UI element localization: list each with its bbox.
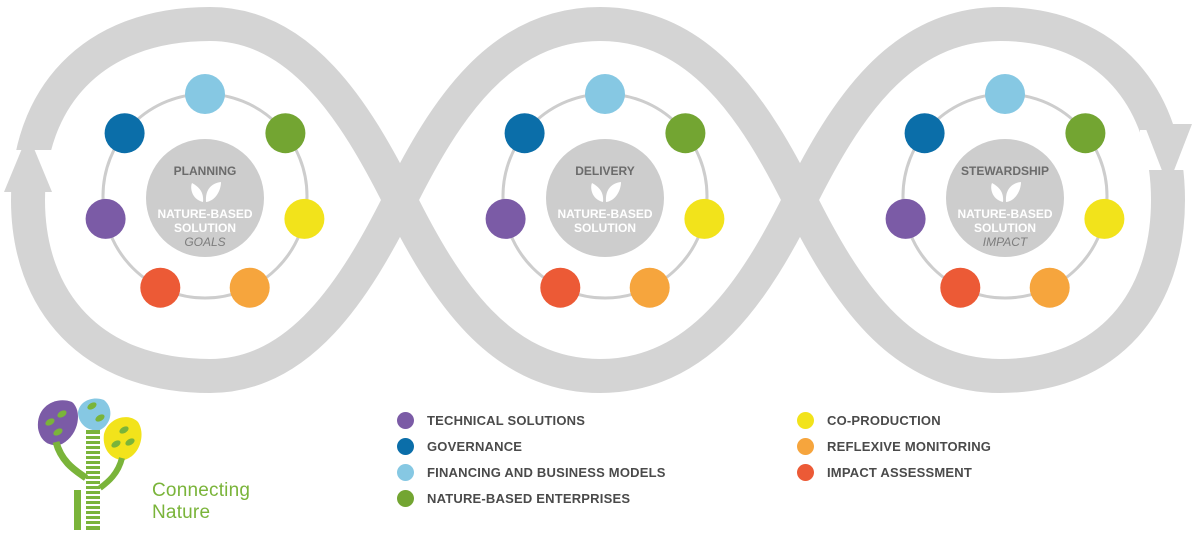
- legend-dot: [797, 412, 814, 429]
- dot-technical-solutions: [85, 198, 126, 239]
- dot-governance: [504, 113, 545, 154]
- stage-line1: NATURE-BASED: [557, 207, 652, 221]
- legend-dot: [397, 412, 414, 429]
- dot-governance: [104, 113, 145, 154]
- legend-item-financing: FINANCING AND BUSINESS MODELS: [397, 464, 666, 481]
- legend-label: NATURE-BASED ENTERPRISES: [427, 491, 631, 506]
- dot-nature-based-enterprises: [665, 113, 706, 154]
- logo-crown-yellow: [103, 417, 142, 460]
- infinity-loop-band: [0, 6, 1200, 394]
- dot-reflexive-monitoring: [1029, 267, 1070, 308]
- legend-dot: [397, 438, 414, 455]
- dot-co-production: [1084, 198, 1125, 239]
- dot-impact-assessment: [940, 267, 981, 308]
- logo-word-connecting: Connecting: [152, 480, 251, 501]
- leaf-icon: [991, 182, 1021, 202]
- dot-co-production: [284, 198, 325, 239]
- dot-nature-based-enterprises: [1065, 113, 1106, 154]
- dot-co-production: [684, 198, 725, 239]
- dot-financing: [185, 74, 225, 114]
- legend-item-co-production: CO-PRODUCTION: [797, 412, 941, 429]
- legend-label: CO-PRODUCTION: [827, 413, 941, 428]
- stage-line2: SOLUTION: [174, 221, 236, 235]
- legend-label: FINANCING AND BUSINESS MODELS: [427, 465, 666, 480]
- dot-governance: [904, 113, 945, 154]
- dot-reflexive-monitoring: [229, 267, 270, 308]
- leaf-icon: [191, 182, 221, 202]
- legend-dot: [797, 464, 814, 481]
- legend-dot: [397, 464, 414, 481]
- stage-line2: SOLUTION: [574, 221, 636, 235]
- stage-title: PLANNING: [174, 164, 237, 178]
- legend-item-governance: GOVERNANCE: [397, 438, 522, 455]
- stage-line1: NATURE-BASED: [957, 207, 1052, 221]
- stage-subtitle: GOALS: [184, 235, 225, 249]
- legend-item-impact-assessment: IMPACT ASSESSMENT: [797, 464, 972, 481]
- dot-reflexive-monitoring: [629, 267, 670, 308]
- stage-center: [946, 139, 1064, 257]
- arrow-up-icon: [4, 134, 52, 192]
- arrow-down-icon: [1144, 124, 1192, 186]
- stage-title: DELIVERY: [575, 164, 635, 178]
- leaf-icon: [591, 182, 621, 202]
- tree-icon: [37, 398, 142, 530]
- dot-financing: [585, 74, 625, 114]
- legend-dot: [397, 490, 414, 507]
- cycle-diagram: PLANNINGNATURE-BASEDSOLUTIONGOALSDELIVER…: [0, 6, 1200, 394]
- stage-title: STEWARDSHIP: [961, 164, 1049, 178]
- legend-item-technical-solutions: TECHNICAL SOLUTIONS: [397, 412, 585, 429]
- dot-technical-solutions: [485, 198, 526, 239]
- dot-impact-assessment: [140, 267, 181, 308]
- logo-crown-blue: [78, 398, 111, 431]
- logo-word-nature: Nature: [152, 502, 211, 523]
- legend-item-nature-based-enterprises: NATURE-BASED ENTERPRISES: [397, 490, 630, 507]
- stage-center: [546, 139, 664, 257]
- dot-nature-based-enterprises: [265, 113, 306, 154]
- dot-impact-assessment: [540, 267, 581, 308]
- legend-label: TECHNICAL SOLUTIONS: [427, 413, 586, 428]
- legend-label: GOVERNANCE: [427, 439, 523, 454]
- dot-technical-solutions: [885, 198, 926, 239]
- stage-line1: NATURE-BASED: [157, 207, 252, 221]
- legend-dot: [797, 438, 814, 455]
- stage-center: [146, 139, 264, 257]
- legend-label: REFLEXIVE MONITORING: [827, 439, 992, 454]
- loop-band: [11, 6, 1186, 394]
- stage-line2: SOLUTION: [974, 221, 1036, 235]
- dot-financing: [985, 74, 1025, 114]
- connecting-nature-logo: Connecting Nature: [28, 394, 251, 532]
- logo-crown-purple: [37, 400, 78, 446]
- legend-item-reflexive-monitoring: REFLEXIVE MONITORING: [797, 438, 991, 455]
- stage-subtitle: IMPACT: [983, 235, 1029, 249]
- legend-label: IMPACT ASSESSMENT: [827, 465, 972, 480]
